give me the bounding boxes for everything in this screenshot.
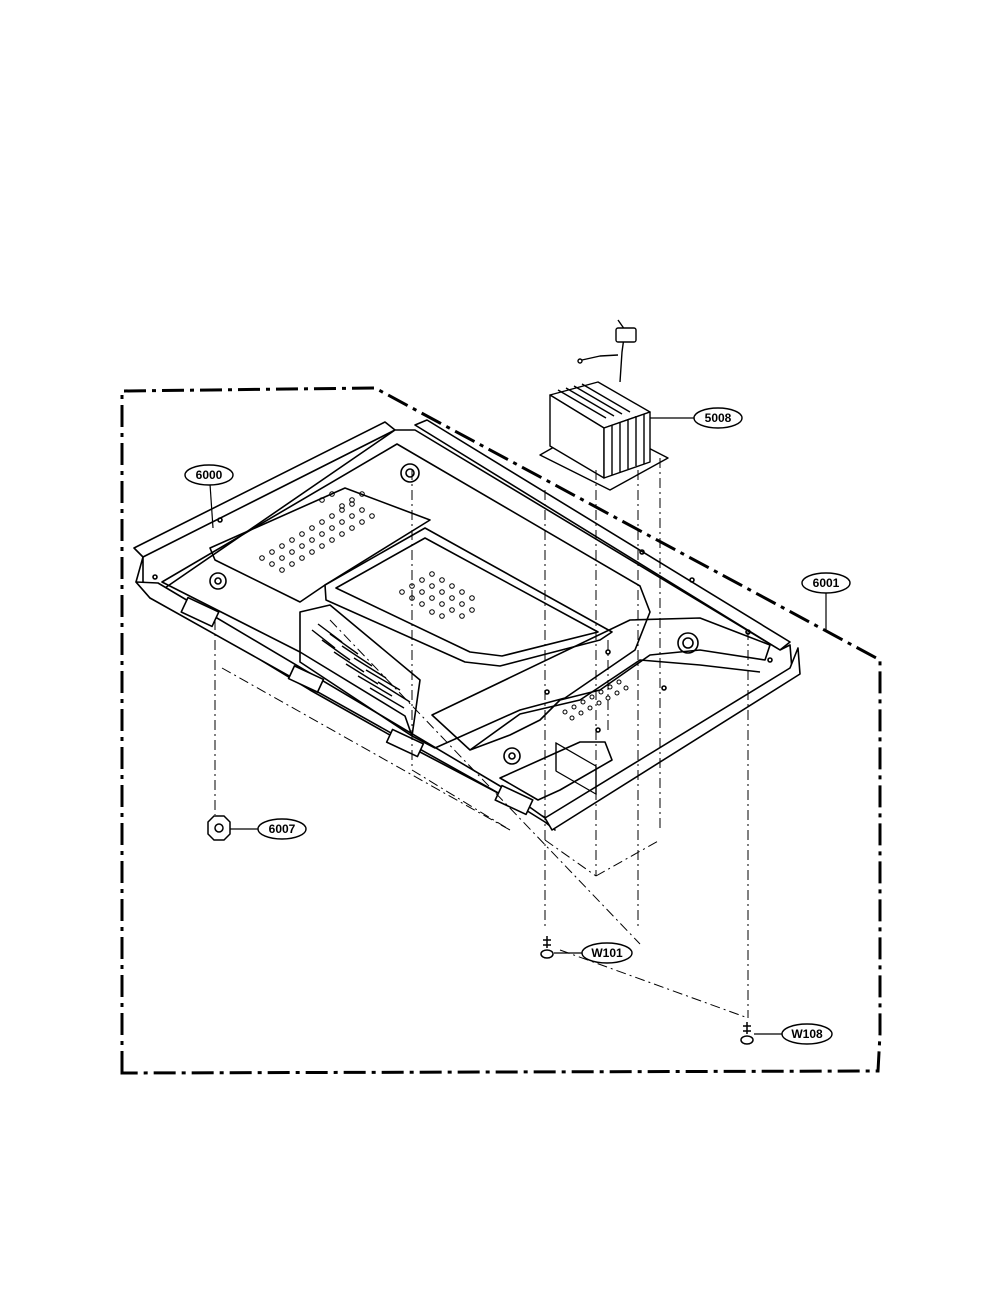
callout-w101-label: W101 [591,946,623,960]
assembly-boundary [120,386,882,1075]
callout-6007-label: 6007 [269,822,296,836]
flange-nut [207,815,231,841]
callout-w108-label: W108 [791,1027,823,1041]
screw-w108 [740,1022,754,1045]
callout-w101: W101 [554,942,633,964]
callout-5008-label: 5008 [705,411,732,425]
callout-w108: W108 [754,1023,833,1045]
callout-6007: 6007 [230,818,307,840]
callout-6001-label: 6001 [813,576,840,590]
vent-slots [311,623,411,709]
alignment-lines [214,458,749,1019]
screw-w101 [540,936,554,959]
callout-6000-label: 6000 [196,468,223,482]
callout-6001: 6001 [801,572,851,630]
transformer [539,319,669,795]
callout-6000: 6000 [184,464,234,529]
base-plate [133,419,801,831]
callout-5008: 5008 [650,407,743,429]
